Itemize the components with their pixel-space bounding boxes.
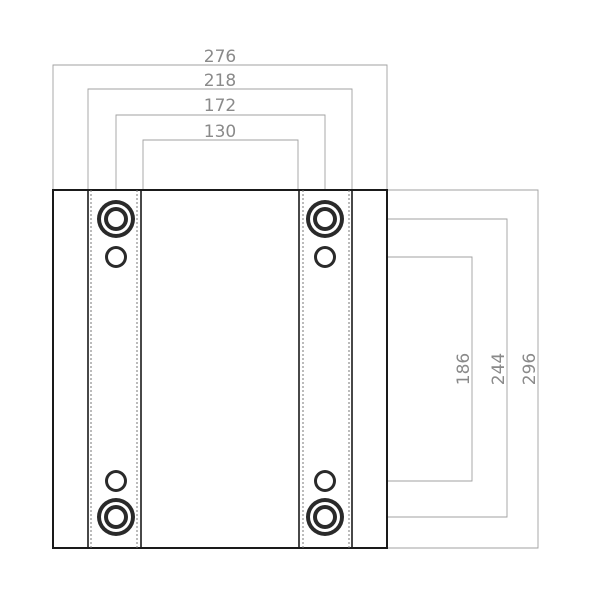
- large-holes: [97, 200, 344, 536]
- dim-label-276: 276: [204, 47, 236, 67]
- large-hole-top-left: [97, 200, 135, 238]
- small-hole-bottom-left: [105, 470, 127, 492]
- dim-line-296: [387, 189, 539, 549]
- horizontal-dimensions: 276 218 172 130: [52, 47, 388, 195]
- dim-label-244: 244: [489, 353, 509, 385]
- dim-line-130: [142, 139, 299, 190]
- small-holes: [105, 246, 336, 492]
- large-hole-bottom-right: [306, 498, 344, 536]
- dim-line-244: [341, 218, 508, 518]
- large-hole-top-right: [306, 200, 344, 238]
- small-hole-bottom-right: [314, 470, 336, 492]
- dim-label-186: 186: [454, 353, 474, 385]
- dim-line-186: [336, 256, 473, 482]
- large-hole-bottom-left: [97, 498, 135, 536]
- dim-label-172: 172: [204, 96, 236, 116]
- plate-outline: [52, 189, 388, 549]
- dim-line-172: [115, 114, 326, 195]
- dim-line-218: [87, 88, 353, 190]
- vertical-dimensions: 186 244 296: [336, 189, 540, 549]
- dim-label-218: 218: [204, 71, 236, 91]
- dim-line-276: [52, 64, 388, 190]
- dim-label-130: 130: [204, 122, 236, 142]
- dim-label-296: 296: [520, 353, 540, 385]
- small-hole-top-right: [314, 246, 336, 268]
- small-hole-top-left: [105, 246, 127, 268]
- plate: [52, 189, 388, 549]
